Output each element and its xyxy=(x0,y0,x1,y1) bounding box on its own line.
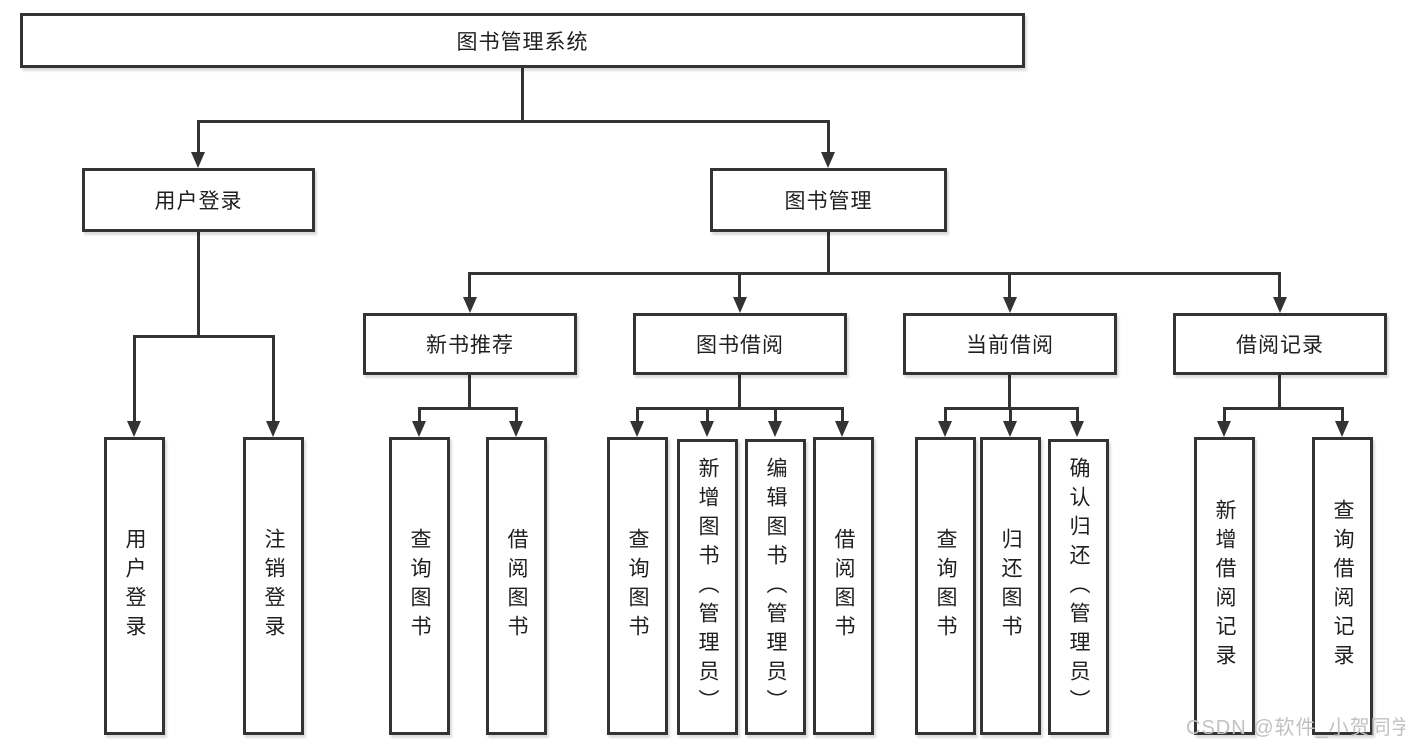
leaf-return-books: 归还图书 xyxy=(980,437,1041,735)
node-label: 图书管理 xyxy=(784,190,873,213)
node-current-borrowing: 当前借阅 xyxy=(903,313,1117,375)
edge-current-drop-2 xyxy=(1009,407,1012,421)
edge-bookmgmt-rail xyxy=(468,272,1281,275)
leaf-label: 借阅图书 xyxy=(832,528,855,644)
leaf-label: 确认归还（管理员） xyxy=(1067,456,1090,718)
leaf-label: 用户登录 xyxy=(123,528,146,644)
edge-bookmgmt-drop-3 xyxy=(1008,272,1011,297)
edge-root-stem xyxy=(521,68,524,120)
edge-borrowing-rail xyxy=(636,407,844,410)
edge-records-stem xyxy=(1278,375,1281,407)
arrowhead-down-icon xyxy=(630,421,644,437)
arrowhead-down-icon xyxy=(1003,421,1017,437)
edge-bookmgmt-stem xyxy=(827,232,830,272)
node-label: 借阅记录 xyxy=(1236,334,1324,357)
edge-borrowing-drop-2 xyxy=(706,407,709,421)
leaf-add-borrow-record: 新增借阅记录 xyxy=(1194,437,1255,735)
arrowhead-down-icon xyxy=(509,421,523,437)
edge-root-rail xyxy=(197,120,830,123)
edge-newbook-rail xyxy=(418,407,518,410)
leaf-query-books-borrowing: 查询图书 xyxy=(607,437,668,735)
leaf-label: 查询借阅记录 xyxy=(1331,499,1354,673)
edge-userlogin-stem xyxy=(197,232,200,335)
arrowhead-down-icon xyxy=(1335,421,1349,437)
node-book-management: 图书管理 xyxy=(710,168,947,232)
edge-newbook-drop-2 xyxy=(515,407,518,421)
leaf-confirm-return-admin: 确认归还（管理员） xyxy=(1048,439,1109,735)
arrowhead-down-icon xyxy=(191,152,205,168)
arrowhead-down-icon xyxy=(412,421,426,437)
edge-userlogin-drop-1 xyxy=(133,335,136,421)
edge-newbook-drop-1 xyxy=(418,407,421,421)
arrowhead-down-icon xyxy=(835,421,849,437)
leaf-label: 新增借阅记录 xyxy=(1213,499,1236,673)
csdn-watermark: CSDN @软件_小贺同学 xyxy=(1186,717,1405,739)
leaf-label: 注销登录 xyxy=(262,528,285,644)
edge-current-drop-3 xyxy=(1076,407,1079,421)
edge-bookmgmt-drop-4 xyxy=(1278,272,1281,297)
arrowhead-down-icon xyxy=(266,421,280,437)
edge-current-stem xyxy=(1008,375,1011,407)
edge-userlogin-rail xyxy=(133,335,275,338)
node-new-book-recommend: 新书推荐 xyxy=(363,313,577,375)
edge-borrowing-drop-1 xyxy=(636,407,639,421)
leaf-edit-books-admin: 编辑图书（管理员） xyxy=(745,439,806,735)
edge-root-drop-right xyxy=(827,120,830,152)
leaf-add-books-admin: 新增图书（管理员） xyxy=(677,439,738,735)
edge-current-drop-1 xyxy=(944,407,947,421)
edge-records-rail xyxy=(1223,407,1344,410)
edge-borrowing-stem xyxy=(738,375,741,407)
leaf-label: 借阅图书 xyxy=(505,528,528,644)
edge-borrowing-drop-4 xyxy=(841,407,844,421)
edge-bookmgmt-drop-1 xyxy=(468,272,471,297)
leaf-query-books-recommend: 查询图书 xyxy=(389,437,450,735)
arrowhead-down-icon xyxy=(768,421,782,437)
node-label: 图书管理系统 xyxy=(456,30,589,54)
node-label: 用户登录 xyxy=(154,190,243,213)
leaf-query-borrow-record: 查询借阅记录 xyxy=(1312,437,1373,735)
leaf-label: 新增图书（管理员） xyxy=(696,456,719,718)
edge-records-drop-1 xyxy=(1223,407,1226,421)
node-label: 新书推荐 xyxy=(426,334,514,357)
edge-records-drop-2 xyxy=(1341,407,1344,421)
node-book-borrowing: 图书借阅 xyxy=(633,313,847,375)
node-user-login-group: 用户登录 xyxy=(82,168,315,232)
leaf-label: 编辑图书（管理员） xyxy=(764,456,787,718)
arrowhead-down-icon xyxy=(1070,421,1084,437)
arrowhead-down-icon xyxy=(127,421,141,437)
node-label: 当前借阅 xyxy=(966,334,1054,357)
leaf-query-books-current: 查询图书 xyxy=(915,437,976,735)
leaf-label: 查询图书 xyxy=(934,528,957,644)
arrowhead-down-icon xyxy=(1003,297,1017,313)
arrowhead-down-icon xyxy=(733,297,747,313)
arrowhead-down-icon xyxy=(821,152,835,168)
edge-root-drop-left xyxy=(197,120,200,152)
leaf-logout: 注销登录 xyxy=(243,437,304,735)
leaf-label: 查询图书 xyxy=(408,528,431,644)
leaf-label: 查询图书 xyxy=(626,528,649,644)
edge-newbook-stem xyxy=(468,375,471,407)
arrowhead-down-icon xyxy=(1273,297,1287,313)
edge-userlogin-drop-2 xyxy=(272,335,275,421)
edge-borrowing-drop-3 xyxy=(774,407,777,421)
leaf-label: 归还图书 xyxy=(999,528,1022,644)
leaf-user-login: 用户登录 xyxy=(104,437,165,735)
arrowhead-down-icon xyxy=(700,421,714,437)
leaf-borrow-books-borrowing: 借阅图书 xyxy=(813,437,874,735)
leaf-borrow-books-recommend: 借阅图书 xyxy=(486,437,547,735)
node-library-management-system: 图书管理系统 xyxy=(20,13,1025,68)
node-label: 图书借阅 xyxy=(696,334,784,357)
node-borrowing-records: 借阅记录 xyxy=(1173,313,1387,375)
arrowhead-down-icon xyxy=(1217,421,1231,437)
arrowhead-down-icon xyxy=(463,297,477,313)
arrowhead-down-icon xyxy=(938,421,952,437)
edge-bookmgmt-drop-2 xyxy=(738,272,741,297)
